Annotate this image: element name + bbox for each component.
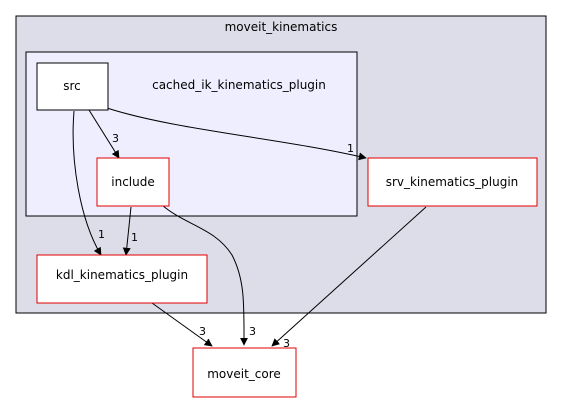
node-src[interactable]: src (36, 62, 109, 111)
edge-label-include-kdl[interactable]: 1 (131, 231, 138, 244)
edge-src-kdl (72, 110, 102, 256)
edge-include-kdl (122, 206, 132, 256)
edge-label-src-kdl[interactable]: 1 (98, 228, 105, 241)
edge-src-srv (106, 107, 367, 161)
edges (72, 107, 427, 347)
cluster-title: moveit_kinematics (225, 20, 338, 34)
edge-label-srv-core[interactable]: 3 (283, 337, 290, 350)
node-moveit-core[interactable]: moveit_core (192, 347, 297, 398)
edge-kdl-core (151, 302, 213, 347)
node-label: src (63, 79, 81, 93)
node-srv-kinematics-plugin[interactable]: srv_kinematics_plugin (367, 157, 538, 207)
node-kdl-kinematics-plugin[interactable]: kdl_kinematics_plugin (36, 254, 208, 304)
edge-label-include-core[interactable]: 3 (249, 325, 256, 338)
node-label: srv_kinematics_plugin (386, 175, 519, 189)
node-label: include (111, 175, 154, 189)
edge-label-kdl-core[interactable]: 3 (199, 325, 206, 338)
node-label: kdl_kinematics_plugin (56, 268, 188, 282)
node-label: moveit_core (207, 367, 281, 381)
node-include[interactable]: include (96, 157, 170, 207)
edge-src-include (88, 109, 120, 159)
edge-label-src-include[interactable]: 3 (112, 132, 119, 145)
edge-label-src-srv[interactable]: 1 (347, 142, 354, 155)
edge-labels: 3 1 1 1 3 3 3 (98, 132, 354, 350)
edge-srv-core (271, 206, 427, 347)
cluster-title: cached_ik_kinematics_plugin (152, 78, 326, 92)
edge-include-core (161, 204, 249, 346)
